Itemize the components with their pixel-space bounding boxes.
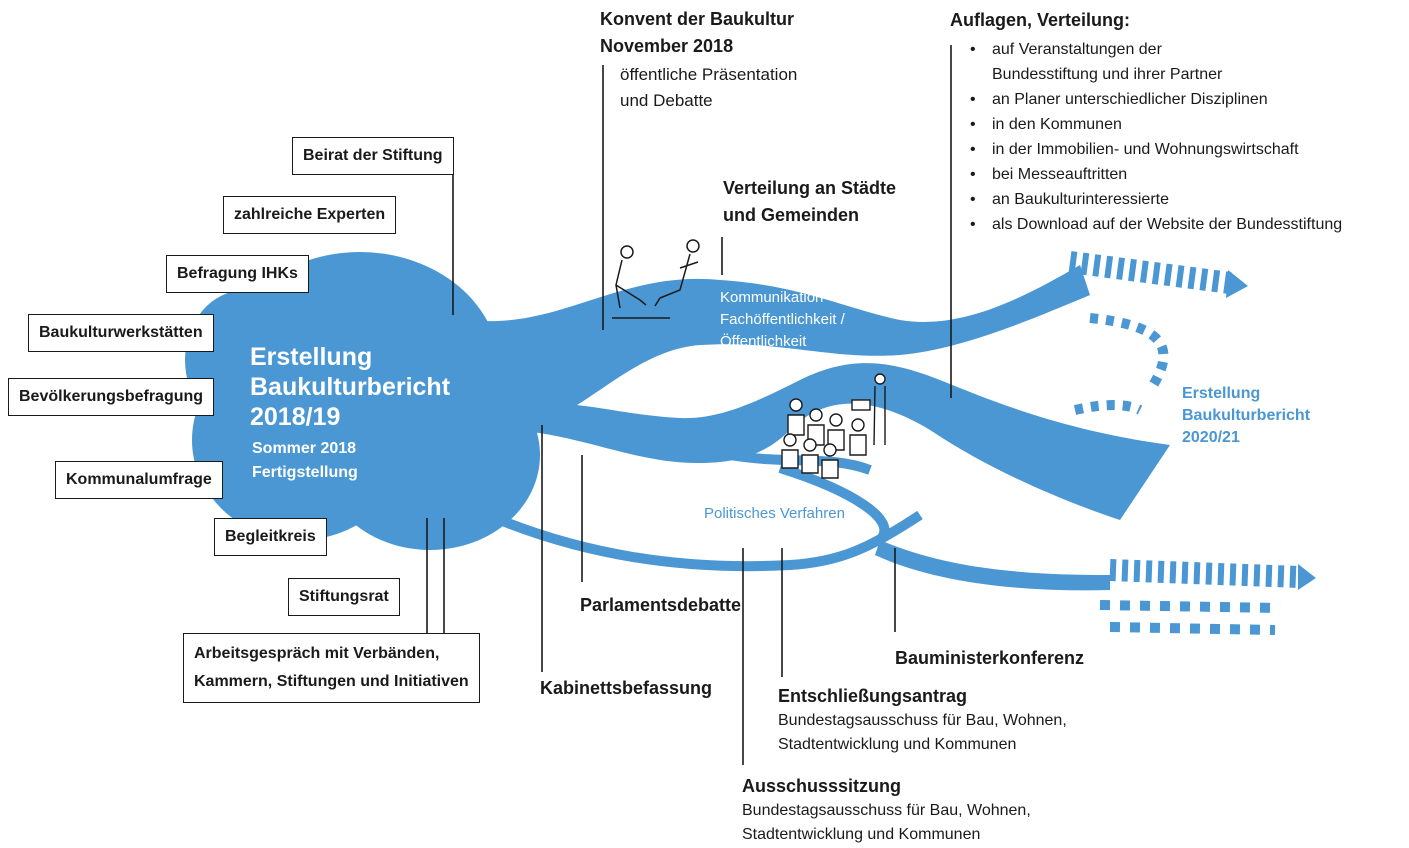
central-cloud bbox=[185, 252, 540, 550]
konvent-sub-line: und Debatte bbox=[620, 91, 713, 110]
kommunikation-line: Fachöffentlichkeit / bbox=[720, 311, 845, 328]
center-subtitle: Sommer 2018 Fertigstellung bbox=[252, 437, 358, 485]
auflagen-item: an Baukulturinteressierte bbox=[966, 187, 1342, 212]
parlamentsdebatte: Parlamentsdebatte bbox=[580, 595, 742, 615]
box-ihks: Befragung IHKs bbox=[166, 255, 309, 293]
box-beirat: Beirat der Stiftung bbox=[292, 137, 454, 175]
verteilung-line: Verteilung an Städte bbox=[723, 178, 897, 198]
konvent-title-line: Konvent der Baukultur bbox=[600, 9, 795, 29]
ausschuss-sub-line: Bundestagsausschuss für Bau, Wohnen, bbox=[742, 802, 1031, 819]
box-stiftungsrat: Stiftungsrat bbox=[288, 578, 400, 616]
box-experten: zahlreiche Experten bbox=[223, 196, 397, 234]
bauministerkonferenz: Bauministerkonferenz bbox=[895, 648, 1085, 668]
verteilung-staedte: Verteilung an Städte und Gemeinden bbox=[723, 175, 896, 229]
crossing-thin-band bbox=[479, 323, 603, 367]
arbeitsgespraech-line: Arbeitsgespräch mit Verbänden, bbox=[194, 645, 440, 662]
arrow-right-icon bbox=[1226, 270, 1248, 298]
next-report-line: Baukulturbericht bbox=[1182, 407, 1311, 424]
kabinettsbefassung: Kabinettsbefassung bbox=[540, 678, 713, 698]
political-flow-lower bbox=[498, 510, 923, 572]
entschliessung-sub-line: Bundestagsausschuss für Bau, Wohnen, bbox=[778, 712, 1067, 729]
auflagen-item: bei Messeauftritten bbox=[966, 162, 1342, 187]
lower-flow-band bbox=[500, 363, 1170, 520]
political-flow-return bbox=[778, 463, 890, 544]
box-arbeitsgespraech: Arbeitsgespräch mit Verbänden, Kammern, … bbox=[183, 633, 480, 703]
conversation-icon bbox=[612, 239, 700, 319]
ausschuss-subtitle: Bundestagsausschuss für Bau, Wohnen, Sta… bbox=[742, 799, 1031, 847]
ausschuss-sub-line: Stadtentwicklung und Kommunen bbox=[742, 826, 981, 843]
center-title: Erstellung Baukulturbericht 2018/19 bbox=[250, 342, 450, 432]
center-title-line: 2018/19 bbox=[250, 403, 341, 431]
verteilung-line: und Gemeinden bbox=[723, 205, 860, 225]
dashed-arrows bbox=[1068, 251, 1316, 635]
center-sub-line: Fertigstellung bbox=[252, 464, 358, 481]
konvent-title: Konvent der Baukultur November 2018 bbox=[600, 6, 794, 60]
center-sub-line: Sommer 2018 bbox=[252, 440, 357, 457]
konvent-subtitle: öffentliche Präsentation und Debatte bbox=[620, 62, 797, 114]
next-report-label: Erstellung Baukulturbericht 2020/21 bbox=[1182, 383, 1310, 449]
arrow-right-icon bbox=[1298, 564, 1316, 590]
pointer-lines bbox=[426, 45, 952, 765]
ausschuss-title: Ausschusssitzung bbox=[742, 776, 902, 796]
center-title-line: Erstellung bbox=[250, 343, 373, 371]
box-kommunal: Kommunalumfrage bbox=[55, 461, 223, 499]
upper-flow-band bbox=[470, 265, 1090, 430]
auflagen-list: auf Veranstaltungen der Bundesstiftung u… bbox=[966, 37, 1342, 237]
auflagen-item: auf Veranstaltungen der Bundesstiftung u… bbox=[966, 37, 1342, 87]
center-title-line: Baukulturbericht bbox=[250, 373, 451, 401]
next-report-line: Erstellung bbox=[1182, 385, 1261, 402]
box-begleitkreis: Begleitkreis bbox=[214, 518, 327, 556]
box-bevoelkerung: Bevölkerungsbefragung bbox=[8, 378, 215, 416]
entschliessung-title: Entschließungsantrag bbox=[778, 686, 968, 706]
next-report-line: 2020/21 bbox=[1182, 429, 1240, 446]
auflagen-item: an Planer unterschiedlicher Disziplinen bbox=[966, 87, 1342, 112]
auflagen-item: in den Kommunen bbox=[966, 112, 1342, 137]
politisches-verfahren: Politisches Verfahren bbox=[704, 505, 845, 522]
entschliessung-subtitle: Bundestagsausschuss für Bau, Wohnen, Sta… bbox=[778, 709, 1067, 757]
kommunikation-line: Kommunikation bbox=[720, 289, 824, 306]
auflagen-item: in der Immobilien- und Wohnungswirtschaf… bbox=[966, 137, 1342, 162]
entschliessung-sub-line: Stadtentwicklung und Kommunen bbox=[778, 736, 1017, 753]
konvent-title-line: November 2018 bbox=[600, 36, 734, 56]
kommunikation-label: Kommunikation Fachöffentlichkeit / Öffen… bbox=[720, 287, 845, 353]
lecture-audience-icon bbox=[781, 373, 886, 479]
lower-right-band bbox=[875, 540, 1110, 591]
konvent-sub-line: öffentliche Präsentation bbox=[620, 65, 798, 84]
box-werkstaetten: Baukulturwerkstätten bbox=[28, 314, 214, 352]
kommunikation-line: Öffentlichkeit bbox=[720, 333, 807, 350]
arbeitsgespraech-line: Kammern, Stiftungen und Initiativen bbox=[194, 673, 469, 690]
auflagen-title: Auflagen, Verteilung: bbox=[950, 10, 1131, 30]
auflagen-item: als Download auf der Website der Bundess… bbox=[966, 212, 1342, 237]
